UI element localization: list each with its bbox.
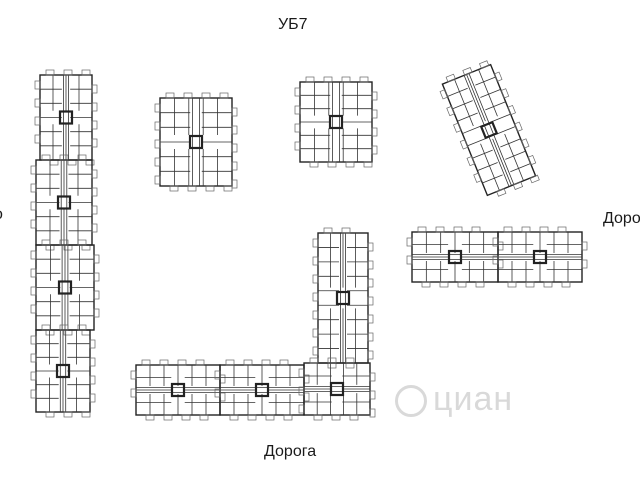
- label-top: УБ7: [278, 16, 308, 33]
- building-left-1: [34, 69, 98, 166]
- label-left: о: [0, 206, 3, 224]
- label-right-road: Дорог: [603, 210, 640, 227]
- building-top-1: [154, 92, 238, 192]
- building-left-4: [30, 324, 96, 418]
- building-bottom-3: [298, 357, 376, 421]
- building-top-right: [439, 60, 540, 197]
- building-top-2: [294, 76, 378, 168]
- watermark-text: циан: [433, 380, 514, 418]
- watermark: циан: [395, 380, 513, 419]
- building-left-3: [30, 239, 100, 336]
- building-left-2: [30, 154, 98, 251]
- cian-logo-icon: [395, 385, 427, 418]
- building-right-2: [492, 226, 588, 288]
- label-bottom-road: Дорога: [264, 443, 317, 460]
- building-l-vertical: [312, 227, 374, 369]
- building-bottom-1: [130, 359, 226, 421]
- building-right-1: [406, 226, 504, 288]
- building-bottom-2: [214, 359, 310, 421]
